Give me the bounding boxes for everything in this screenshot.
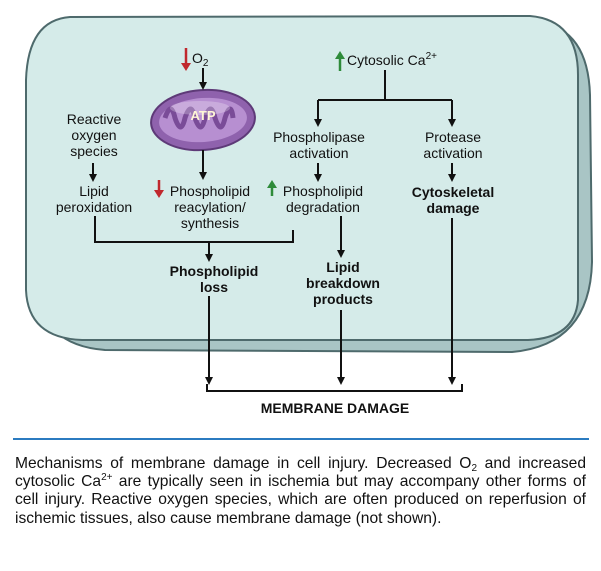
membrane-damage-bracket — [206, 384, 463, 392]
caption-divider — [13, 438, 589, 440]
phospholipid-merge-bracket — [94, 216, 294, 243]
cytosolic-ca-label: Cytosolic Ca2+ — [347, 51, 437, 69]
ca-up-arrow-icon — [335, 51, 345, 71]
cell-body — [25, 14, 579, 341]
o2-label: O2 — [192, 50, 209, 69]
membrane-damage-label: MEMBRANE DAMAGE — [260, 400, 410, 416]
diagram-graphics — [25, 14, 594, 392]
mitochondrion-icon — [150, 88, 256, 152]
o2-down-arrow-icon — [181, 48, 191, 71]
figure-caption: Mechanisms of membrane damage in cell in… — [15, 455, 587, 527]
degradation-up-arrow-icon — [267, 180, 277, 196]
resynthesis-down-arrow-icon — [154, 180, 164, 198]
atp-label: ATP — [190, 108, 216, 123]
